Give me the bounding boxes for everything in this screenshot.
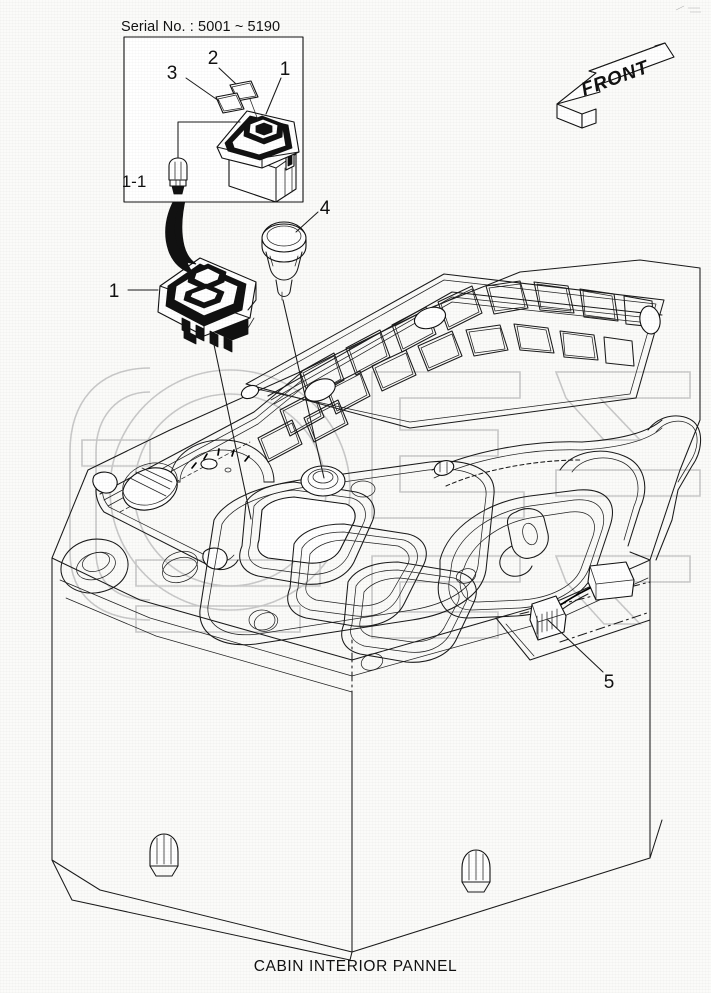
round-knob-hole bbox=[300, 465, 346, 497]
detail-callout-1-1: 1-1 bbox=[122, 172, 147, 191]
switch-cutout-3 bbox=[341, 561, 477, 663]
round-dial bbox=[122, 462, 178, 511]
round-knob-plug bbox=[261, 221, 307, 301]
floor-clip-right bbox=[461, 849, 491, 893]
switch-cutout-1 bbox=[239, 481, 375, 585]
page-title: CABIN INTERIOR PANNEL bbox=[253, 958, 458, 975]
detail-callout-3: 3 bbox=[167, 63, 178, 84]
switch-pocket-mat bbox=[199, 460, 495, 663]
switch-cutout-2 bbox=[287, 523, 427, 627]
detail-switch-assembly bbox=[216, 110, 300, 203]
vent-grille bbox=[240, 273, 665, 463]
rocker-switch-part bbox=[157, 257, 257, 353]
switch-label-plate bbox=[215, 92, 245, 114]
serial-detail-box bbox=[123, 36, 304, 203]
callout-leaders bbox=[127, 211, 604, 673]
detail-callout-1: 1 bbox=[280, 59, 291, 80]
scan-artifact bbox=[675, 5, 701, 13]
main-callout-4: 4 bbox=[320, 198, 331, 219]
detail-callout-2: 2 bbox=[208, 48, 219, 69]
floor-clip-left bbox=[149, 833, 179, 877]
main-callout-1: 1 bbox=[109, 281, 120, 302]
gauge-cluster bbox=[169, 439, 275, 483]
right-pocket bbox=[437, 489, 613, 619]
serial-number-label: Serial No. : 5001 ~ 5190 bbox=[121, 19, 281, 35]
main-callout-5: 5 bbox=[604, 672, 615, 693]
switch-bulb bbox=[168, 157, 188, 195]
left-bracket bbox=[92, 471, 239, 571]
console-assembly bbox=[51, 259, 702, 961]
detail-pointer-arrow bbox=[165, 195, 197, 274]
corner-recess bbox=[60, 538, 129, 594]
